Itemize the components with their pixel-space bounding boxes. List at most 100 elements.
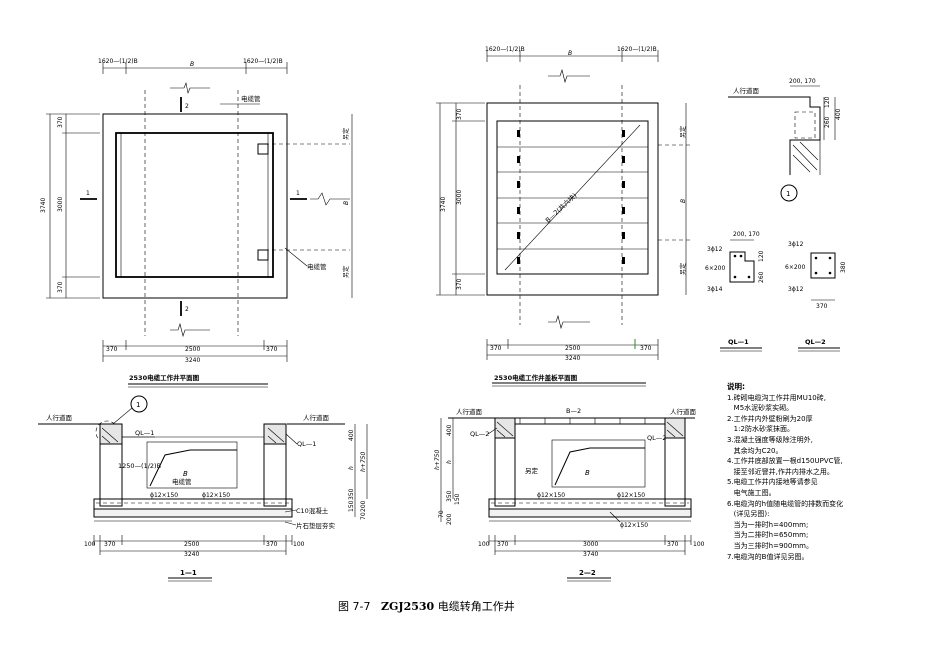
section-2-2: 人行道面 人行道面 B—2 QL—2 QL—2 B 另定 ϕ12×150 ϕ12… [434, 407, 705, 582]
cover-dim-bottom-c: 370 [640, 345, 652, 352]
ql1-rebar-bottom: 3ϕ14 [707, 286, 723, 293]
cover-dim-top-right: 1620—(1/2)B [617, 46, 657, 53]
sec2-ql-right: QL—2 [647, 434, 666, 442]
cover-dim-top-left: 1620—(1/2)B [485, 46, 525, 53]
notes-block: 说明: 1.砖砌电缆沟工作井用MU10砖, M5水泥砂浆实砌。 2.工作井内外壁… [727, 382, 927, 562]
figure-caption: 图 7-7 ZGJ2530 电缆转角工作井 [338, 598, 515, 614]
sec2-ql-left: QL—2 [470, 430, 489, 438]
sec1-dim-200: 200 [360, 500, 367, 512]
sec2-ling-label: 另定 [525, 466, 539, 475]
plan-dim-left-mid: 3000 [57, 197, 64, 212]
cover-plan-view: 1620—(1/2)B B 1620—(1/2)B B—2(共六块) 37 [436, 46, 690, 387]
sec1-dim-400: 400 [348, 429, 355, 441]
notes-line: 6.电缆沟的h值随电缆管的排数而变化 [727, 499, 844, 508]
sec1-dim-b-a: 100 [84, 541, 96, 548]
ql2-title: QL—2 [805, 338, 826, 346]
ql2-dim-380: 380 [840, 261, 847, 273]
plan-dim-bottom-b: 2500 [185, 346, 200, 353]
notes-line: 电气施工图。 [727, 488, 776, 497]
ql2-stirrup: 6×200 [785, 264, 805, 271]
detail-dim-400: 400 [835, 108, 842, 120]
notes-line: 当为三排时h=900mm。 [727, 541, 813, 550]
plan-dim-left-top: 370 [57, 116, 64, 128]
plan-dim-top-mid: B [190, 61, 194, 68]
cover-dim-top-mid: B [568, 50, 572, 57]
sec1-rebar-left: ϕ12×150 [150, 492, 178, 499]
detail-callout-number: 1 [786, 190, 790, 198]
sec2-rebar-right: ϕ12×150 [617, 492, 645, 499]
cover-dim-right-bot: 另定 [679, 263, 687, 275]
plan-dim-left-total: 3740 [40, 198, 47, 213]
plan-dim-right-top: 另定 [342, 128, 350, 140]
sec2-dim-b-c: 3000 [583, 541, 598, 548]
detail-view: 人行道面 200, 170 120 260 400 1 200, 170 3ϕ1… [705, 78, 847, 352]
sec1-rebar-right: ϕ12×150 [202, 492, 230, 499]
sec2-sidewalk-right: 人行道面 [670, 407, 697, 416]
notes-line: 7.电缆沟的B值详见另图。 [727, 552, 809, 561]
cover-dim-right-mid: B [680, 199, 687, 203]
sec2-dim-350: 350 [446, 490, 453, 502]
detail-sidewalk: 人行道面 [733, 86, 760, 95]
sec1-dim-150: 150 [348, 500, 355, 512]
sec2-dim-70: 70 [438, 510, 445, 518]
plan-section-2-top: 2 [185, 103, 189, 110]
sec1-callout-number: 1 [136, 401, 140, 409]
plan-dim-bottom-c: 370 [266, 346, 278, 353]
sec1-ql-right: QL—1 [297, 440, 316, 448]
sec2-rebar-bottom: ϕ12×150 [620, 522, 648, 529]
notes-line: 2.工作井内外壁粉刷为20厚 [727, 414, 813, 423]
sec1-dim-h: h [348, 466, 355, 470]
notes-line: (详见另图): [727, 510, 770, 519]
cover-dim-left-top: 370 [456, 108, 463, 120]
sec1-ql-left: QL—1 [135, 429, 154, 437]
sec1-c10-label: C10混凝土 [296, 506, 329, 515]
figure-title: 电缆转角工作井 [437, 600, 515, 613]
sec1-dim-350: 350 [348, 488, 355, 500]
detail-dim-120: 120 [824, 96, 831, 108]
ql2-rebar-bottom: 3ϕ12 [788, 286, 804, 293]
detail-callout-circle [780, 184, 798, 202]
sec2-dim-200: 200 [446, 513, 453, 525]
notes-line: 4.工作井底部放置一根d150UPVC管, [727, 457, 843, 466]
sec2-dim-b-d: 370 [667, 541, 679, 548]
sec2-dim-150: 150 [454, 493, 461, 505]
plan-dim-right-bot: 另定 [342, 266, 350, 278]
notes-line: 当为二排时h=650mm; [727, 531, 809, 540]
sec2-dim-h750: h+750 [434, 450, 441, 470]
plan-label-cable-pipe-2: 电缆管 [307, 262, 327, 271]
notes-line: 3.混凝土强度等级除注明外, [727, 435, 813, 444]
plan-dim-bottom-total: 3240 [185, 357, 200, 364]
sec2-sidewalk-left: 人行道面 [456, 407, 483, 416]
sec1-cable-pipe: 电缆管 [172, 477, 192, 486]
plan-dim-right-mid: B [343, 201, 350, 205]
notes-line: M5水泥砂浆实砌。 [727, 404, 794, 413]
sec2-title: 2—2 [579, 569, 596, 577]
sec1-dim-b-c: 2500 [184, 541, 199, 548]
cover-dim-bottom-total: 3240 [565, 355, 580, 362]
sec1-dim-70: 70 [360, 512, 367, 520]
detail-dim-260: 260 [824, 116, 831, 128]
figure-code: ZGJ2530 [380, 600, 435, 613]
notes-heading: 说明: [727, 382, 745, 391]
ql1-rebar-top: 3ϕ12 [707, 246, 723, 253]
plan-dim-top-right: 1620—(1/2)B [243, 58, 283, 65]
ql1-title: QL—1 [728, 338, 749, 346]
cover-diag-label: B—2(共六块) [543, 191, 578, 225]
notes-line: 1.砖砌电缆沟工作井用MU10砖, [727, 393, 826, 402]
sec2-dim-400: 400 [446, 424, 453, 436]
cover-dim-left-bot: 370 [456, 278, 463, 290]
plan-title: 2530电缆工作井平面图 [129, 373, 200, 382]
ql2-dim-370: 370 [816, 303, 828, 310]
cover-title: 2530电缆工作井盖板平面图 [494, 373, 578, 382]
sec2-dim-b-b: 370 [497, 541, 509, 548]
sec2-dim-h: h [446, 460, 453, 464]
sec1-pipe-dim: 1250—(1/2)B [118, 462, 161, 470]
sec1-dim-b-total: 3240 [184, 551, 199, 558]
sec1-sidewalk-right: 人行道面 [303, 413, 330, 422]
ql1-dim-260: 260 [758, 271, 765, 283]
cover-dim-bottom-b: 2500 [565, 345, 580, 352]
plan-dim-bottom-a: 370 [106, 346, 118, 353]
sec2-dim-b-total: 3740 [583, 551, 598, 558]
ql1-stirrup: 6×200 [705, 265, 725, 272]
